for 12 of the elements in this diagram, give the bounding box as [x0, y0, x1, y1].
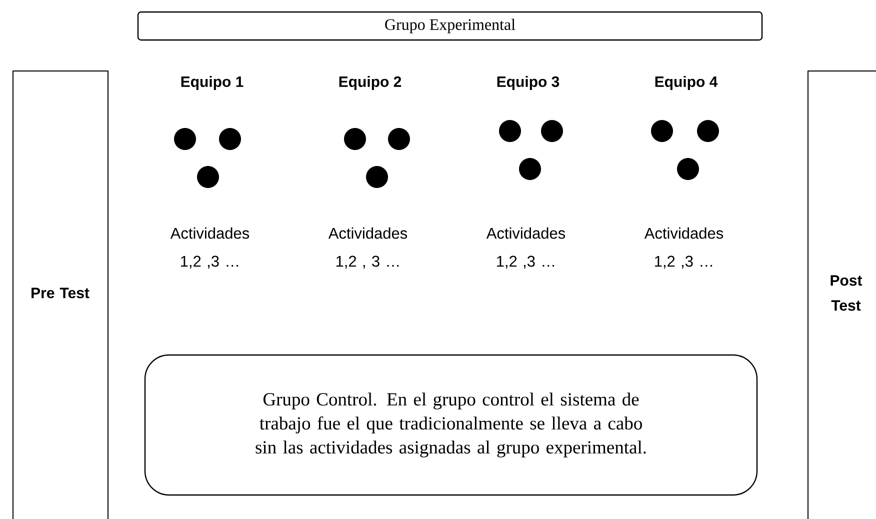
test-box: Pre Test: [12, 70, 108, 519]
activities-label: Actividades 1,2 ,3 …: [170, 227, 250, 269]
activities-label: Actividades 1,2 ,3 …: [486, 227, 566, 269]
team-heading: Equipo 3: [497, 76, 560, 90]
team-heading: Equipo 1: [181, 76, 244, 90]
activities-label: Actividades 1,2 , 3 …: [328, 227, 408, 269]
title-box: Grupo Experimental: [137, 11, 763, 41]
team-heading: Equipo 2: [339, 76, 402, 90]
activities-label: Actividades 1,2 ,3 …: [644, 227, 724, 269]
control-group-box: Grupo Control. En el grupo control el sistema de trabajo fue el que tradicionalmente se lleva a cabo sin las actividades asignadas al grupo experimental.: [144, 354, 758, 496]
test-box: Post Test: [808, 70, 876, 519]
team-heading: Equipo 4: [655, 76, 718, 90]
